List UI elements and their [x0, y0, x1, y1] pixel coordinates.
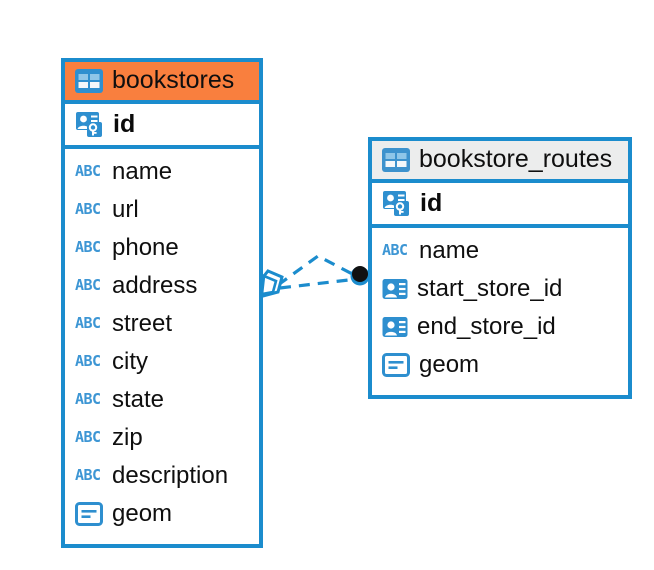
abc-icon-label: ABC [75, 313, 101, 332]
field-list-bookstores: ABC name ABC url ABC phone ABC [65, 149, 259, 538]
primary-key-icon [75, 109, 105, 139]
abc-icon: ABC [75, 427, 103, 447]
field-row-address[interactable]: ABC address [65, 267, 259, 305]
abc-icon-label: ABC [382, 240, 408, 259]
field-row-start-store-id[interactable]: start_store_id [372, 270, 628, 308]
relationship-endpoint-circle [350, 266, 370, 286]
abc-icon: ABC [75, 275, 103, 295]
abc-icon-label: ABC [75, 199, 101, 218]
field-label: name [419, 237, 480, 264]
abc-icon-label: ABC [75, 465, 101, 484]
field-row-zip[interactable]: ABC zip [65, 419, 259, 457]
abc-icon: ABC [75, 313, 103, 333]
field-label: start_store_id [417, 275, 563, 302]
abc-icon-label: ABC [75, 427, 101, 446]
field-row-primary-key[interactable]: id [372, 179, 628, 228]
field-row-name[interactable]: ABC name [65, 153, 259, 191]
field-label: geom [419, 351, 480, 378]
field-label: phone [112, 234, 179, 261]
table-icon [382, 147, 410, 172]
field-row-name[interactable]: ABC name [372, 232, 628, 270]
abc-icon: ABC [75, 389, 103, 409]
abc-icon-label: ABC [75, 389, 101, 408]
abc-icon: ABC [75, 161, 103, 181]
field-row-city[interactable]: ABC city [65, 343, 259, 381]
abc-icon-label: ABC [75, 237, 101, 256]
field-label: name [112, 158, 173, 185]
field-row-end-store-id[interactable]: end_store_id [372, 308, 628, 346]
field-label: state [112, 386, 165, 413]
field-label: end_store_id [417, 313, 556, 340]
relationship-endpoint-polygon [258, 269, 284, 298]
field-row-phone[interactable]: ABC phone [65, 229, 259, 267]
field-label: url [112, 196, 139, 223]
field-row-primary-key[interactable]: id [65, 100, 259, 149]
abc-icon: ABC [382, 240, 410, 260]
field-row-description[interactable]: ABC description [65, 457, 259, 495]
entity-bookstore-routes[interactable]: bookstore_routes id [368, 137, 632, 399]
entity-header-bookstore-routes[interactable]: bookstore_routes [372, 141, 628, 179]
abc-icon: ABC [75, 351, 103, 371]
primary-key-icon [382, 188, 412, 218]
field-row-street[interactable]: ABC street [65, 305, 259, 343]
field-label: geom [112, 500, 173, 527]
entity-header-bookstores[interactable]: bookstores [65, 62, 259, 100]
field-label: zip [112, 424, 143, 451]
field-row-geom[interactable]: geom [372, 346, 628, 384]
foreign-key-icon [382, 277, 408, 301]
geometry-icon [75, 502, 103, 526]
field-label: city [112, 348, 148, 375]
foreign-key-icon [382, 315, 408, 339]
field-label: address [112, 272, 198, 299]
field-row-url[interactable]: ABC url [65, 191, 259, 229]
entity-title: bookstores [112, 66, 235, 94]
primary-key-label: id [420, 188, 443, 217]
relationship-line-upper [277, 254, 359, 287]
primary-key-label: id [113, 109, 136, 138]
abc-icon: ABC [75, 237, 103, 257]
field-row-state[interactable]: ABC state [65, 381, 259, 419]
abc-icon-label: ABC [75, 161, 101, 180]
field-list-bookstore-routes: ABC name start_store_id [372, 228, 628, 389]
field-label: description [112, 462, 229, 489]
field-row-geom[interactable]: geom [65, 495, 259, 533]
abc-icon: ABC [75, 199, 103, 219]
abc-icon: ABC [75, 465, 103, 485]
geometry-icon [382, 353, 410, 377]
abc-icon-label: ABC [75, 351, 101, 370]
abc-icon-label: ABC [75, 275, 101, 294]
table-icon [75, 68, 103, 93]
entity-title: bookstore_routes [419, 145, 613, 173]
entity-bookstores[interactable]: bookstores id [61, 58, 263, 548]
relationship-line-lower [279, 277, 358, 290]
field-label: street [112, 310, 173, 337]
